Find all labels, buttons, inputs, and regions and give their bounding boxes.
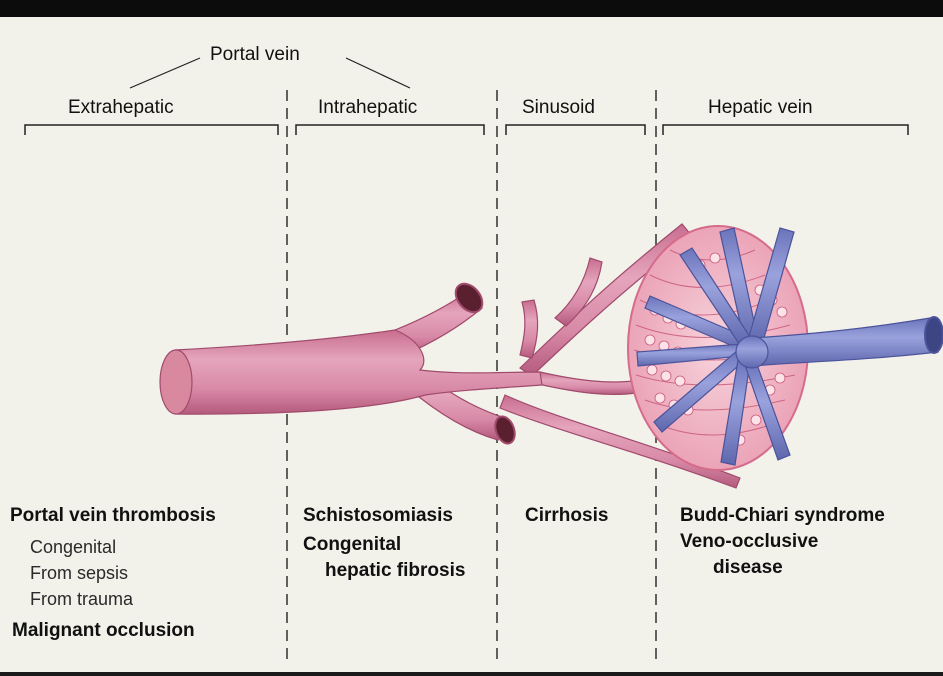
cause-trauma: From trauma	[30, 589, 133, 610]
condition-veno-occlusive-line1: Veno-occlusive	[680, 531, 818, 553]
portal-vein-connector-right	[346, 58, 410, 88]
condition-congenital-line1: Congenital	[303, 534, 401, 556]
section-hepatic-vein-label: Hepatic vein	[708, 97, 813, 119]
condition-portal-vein-thrombosis: Portal vein thrombosis	[10, 505, 216, 527]
bracket-extrahepatic	[25, 125, 278, 135]
bracket-sinusoid	[506, 125, 645, 135]
cause-congenital: Congenital	[30, 537, 116, 558]
condition-budd-chiari: Budd-Chiari syndrome	[680, 505, 885, 527]
section-intrahepatic-label: Intrahepatic	[318, 97, 417, 119]
condition-hepatic-fibrosis-line2: hepatic fibrosis	[325, 560, 465, 582]
bottom-border	[0, 672, 943, 676]
section-extrahepatic-label: Extrahepatic	[68, 97, 174, 119]
hepatic-vein-outflow-lumen	[925, 317, 943, 353]
bracket-hepatic-vein	[663, 125, 908, 135]
cause-sepsis: From sepsis	[30, 563, 128, 584]
condition-veno-occlusive-line2: disease	[713, 557, 783, 579]
section-sinusoid-label: Sinusoid	[522, 97, 595, 119]
condition-malignant-occlusion: Malignant occlusion	[12, 620, 195, 642]
portal-vein-label: Portal vein	[210, 44, 300, 66]
portal-vein-connector-left	[130, 58, 200, 88]
condition-cirrhosis: Cirrhosis	[525, 505, 608, 527]
bracket-intrahepatic	[296, 125, 484, 135]
condition-schistosomiasis: Schistosomiasis	[303, 505, 453, 527]
